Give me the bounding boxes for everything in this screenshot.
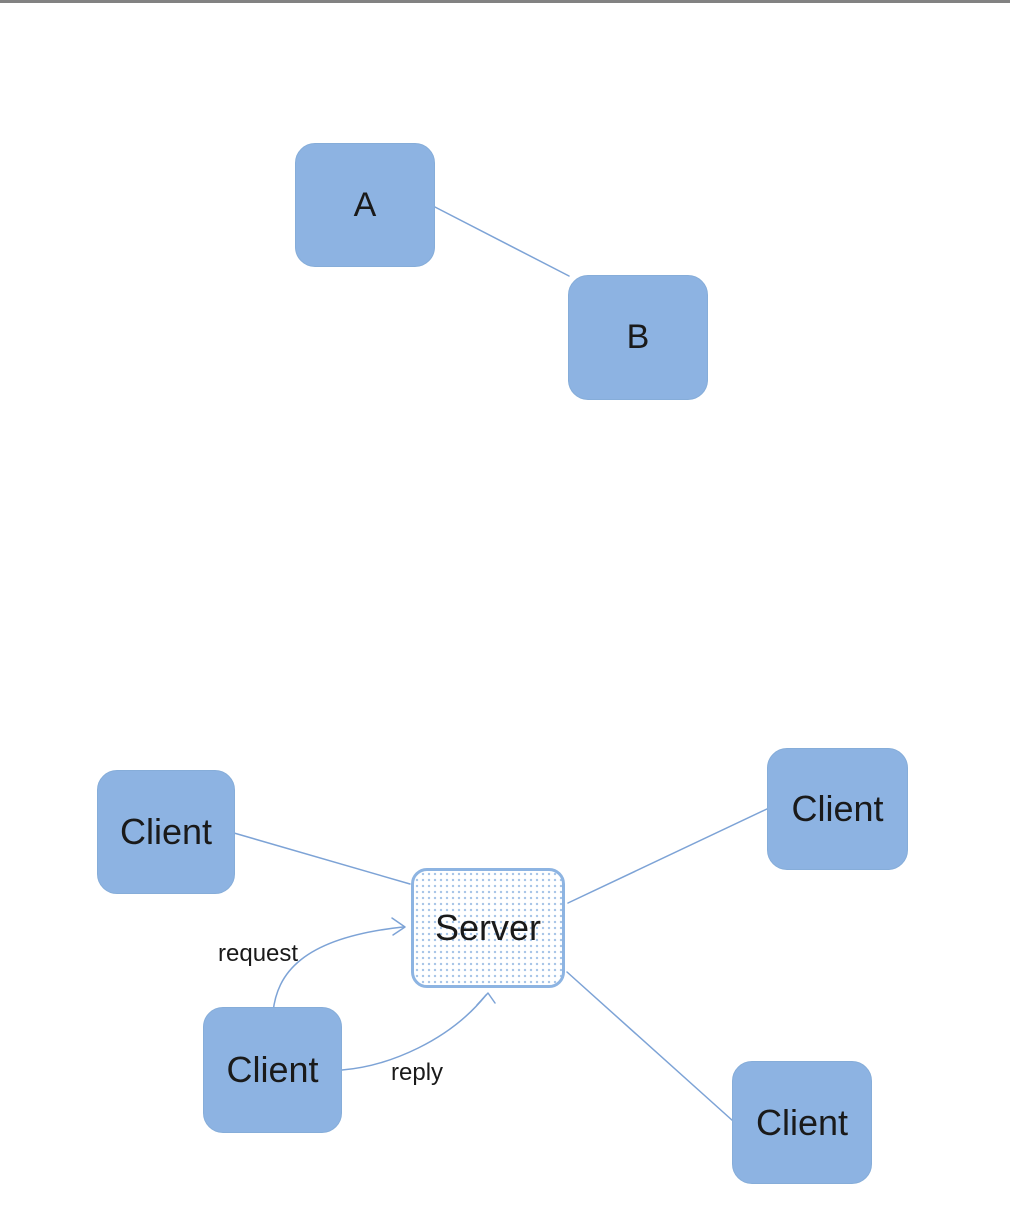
node-a: A <box>295 143 435 267</box>
server-node: Server <box>411 868 565 988</box>
server-node-label: Server <box>434 907 542 948</box>
client-node-bottom-middle: Client <box>203 1007 342 1133</box>
client-node-top-left: Client <box>97 770 235 894</box>
edge-label-request: request <box>218 940 299 967</box>
reply-arrowhead-icon <box>476 992 496 1006</box>
edge-label-reply: reply <box>391 1059 444 1086</box>
node-b: B <box>568 275 708 400</box>
client-node-bottom-middle-label: Client <box>226 1049 319 1090</box>
client-node-top-left-label: Client <box>119 811 213 852</box>
edge-server-client-br <box>566 971 734 1122</box>
client-node-bottom-right-label: Client <box>755 1101 849 1143</box>
edge-a-b <box>432 205 570 277</box>
node-a-label: A <box>353 185 377 224</box>
edge-server-client-tr <box>567 807 770 904</box>
request-arrowhead-icon <box>391 917 406 936</box>
edge-client-tl-server <box>233 832 411 885</box>
client-node-top-right-label: Client <box>791 788 884 829</box>
top-border-rule <box>0 0 1010 3</box>
client-node-bottom-right: Client <box>732 1061 872 1184</box>
node-b-label: B <box>626 318 650 356</box>
client-node-top-right: Client <box>767 748 908 870</box>
